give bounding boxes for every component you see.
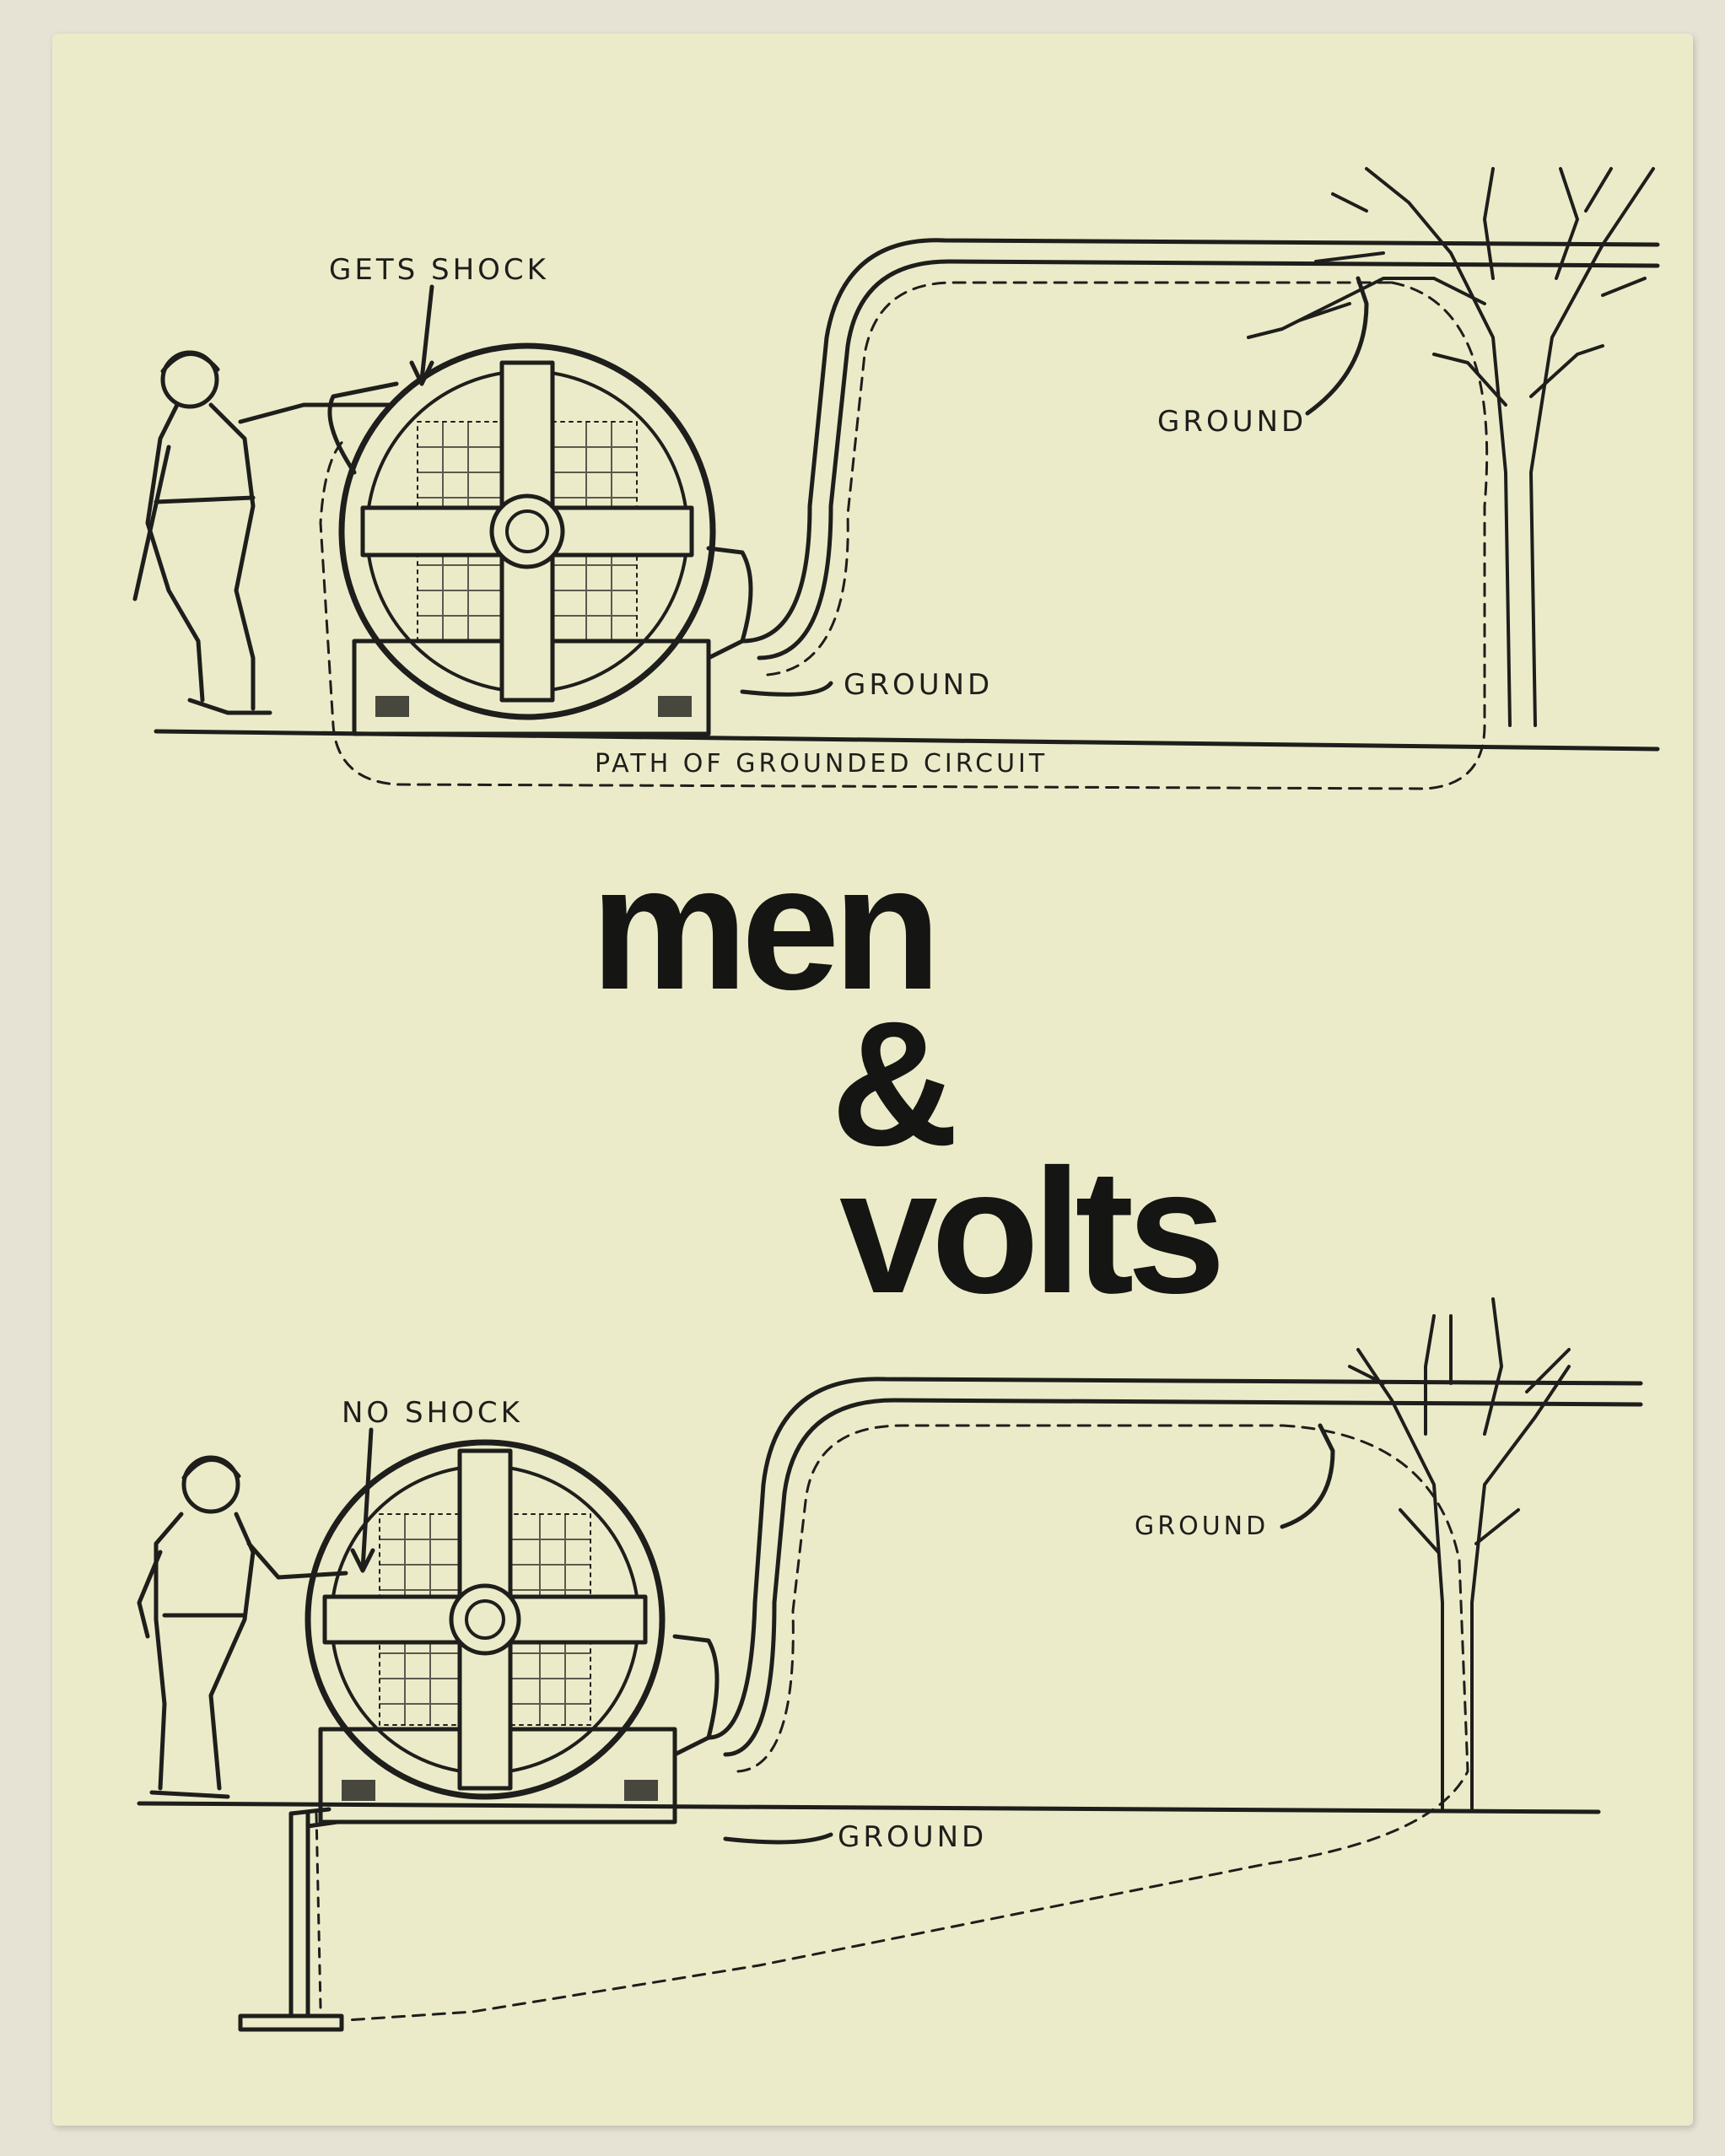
bottom-grounded-circuit-path <box>344 1424 1469 2022</box>
bottom-ground-line <box>137 1801 1601 1814</box>
top-cable <box>740 238 1660 676</box>
top-worker-figure <box>132 350 395 715</box>
bottom-ground-lower-leader <box>723 1832 833 1845</box>
bottom-diagram <box>137 1297 1643 2032</box>
top-ground-lower-leader <box>740 681 833 697</box>
safety-card <box>52 34 1693 2126</box>
title-line-men: men <box>590 828 941 1027</box>
top-shock-arrow <box>419 284 434 382</box>
top-generator <box>327 342 753 736</box>
top-ground-upper-leader <box>1305 276 1369 416</box>
bottom-ground-upper-label: GROUND <box>1135 1512 1269 1541</box>
bottom-shock-arrow <box>360 1427 374 1571</box>
top-shock-arrowhead <box>409 360 434 386</box>
title-line-volts: volts <box>839 1132 1226 1330</box>
top-path-label: PATH OF GROUNDED CIRCUIT <box>595 749 1048 779</box>
top-gets-shock-label: GETS SHOCK <box>329 253 549 287</box>
title-ampersand: & <box>831 984 959 1183</box>
top-diagram <box>132 167 1660 790</box>
top-grounded-circuit-path <box>319 281 1489 790</box>
bottom-no-shock-label: NO SHOCK <box>342 1396 523 1430</box>
bottom-tree <box>1348 1297 1571 1811</box>
top-ground-lower-label: GROUND <box>844 668 994 702</box>
bottom-cable <box>706 1377 1643 1773</box>
top-tree <box>1247 167 1655 727</box>
bottom-ground-upper-leader <box>1280 1423 1335 1529</box>
bottom-generator <box>305 1439 720 1825</box>
bottom-ground-lower-label: GROUND <box>838 1820 988 1854</box>
bottom-shock-arrowhead <box>350 1548 375 1573</box>
bottom-ground-rod <box>238 1807 344 2032</box>
top-ground-upper-label: GROUND <box>1157 405 1307 439</box>
bottom-worker-figure <box>137 1455 348 1799</box>
